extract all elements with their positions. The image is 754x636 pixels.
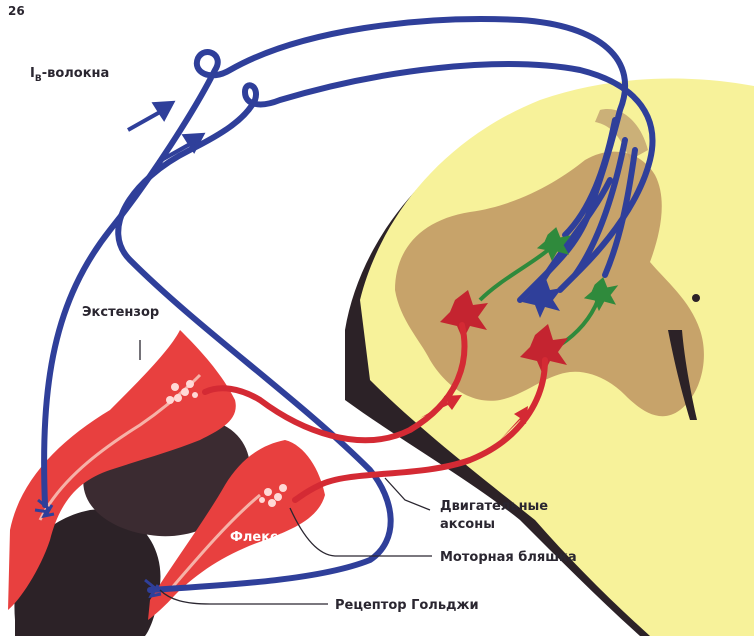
motor-plaque-label: Моторная бляшка [440,550,577,565]
fiber-label: IB-волокна [30,66,109,84]
arrow-icon-up-1 [128,103,172,130]
fiber-label-rest: -волокна [42,66,110,81]
flexor-label: Флексор [230,530,296,545]
extensor-label: Экстензор [82,305,159,320]
motor-axons-label-line2: аксоны [440,517,495,532]
golgi-receptor-label: Рецептор Гольджи [335,598,479,613]
leader-golgi [160,590,328,604]
figure-number: 26 [8,4,25,18]
motor-axons-label-line1: Двигательные [440,499,548,514]
central-canal [692,294,700,302]
